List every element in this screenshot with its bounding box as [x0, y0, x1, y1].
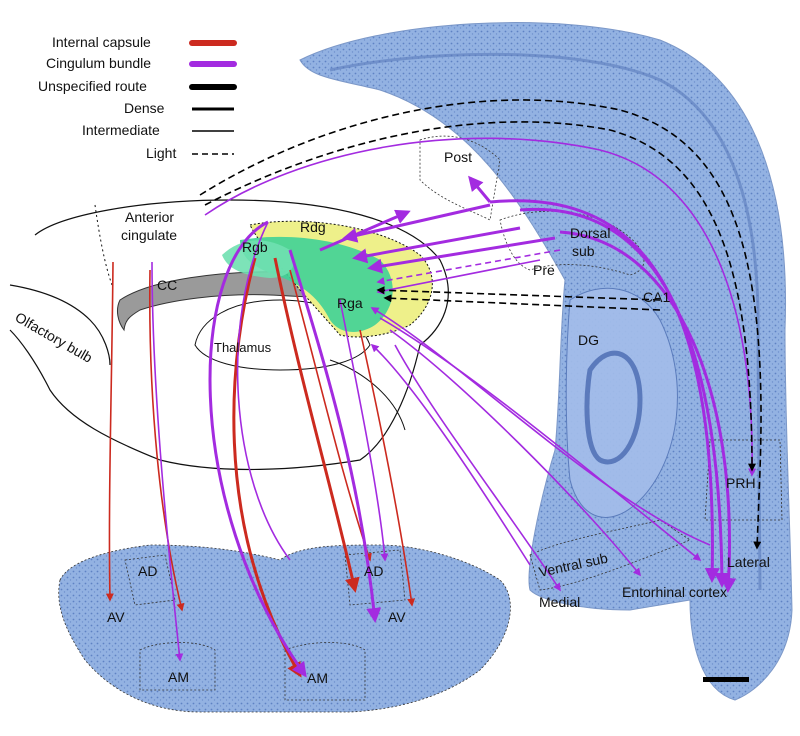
cortex-section — [299, 22, 793, 701]
ic-path-3 — [232, 257, 302, 678]
blk-light-3 — [376, 286, 661, 301]
thalamic-sections — [58, 544, 511, 713]
label-olfactory-bulb: Olfactory bulb — [13, 309, 96, 366]
label-av-left: AV — [107, 609, 125, 625]
label-am-left: AM — [168, 669, 189, 685]
cg-path-12 — [352, 226, 521, 264]
blk-light-1 — [199, 99, 762, 550]
cg-path-14 — [376, 249, 561, 285]
cg-path-8 — [519, 207, 730, 588]
label-ca1: CA1 — [643, 289, 670, 305]
svg-text:Intermediate: Intermediate — [82, 122, 160, 138]
label-anterior-cingulate-1: Anterior — [125, 209, 174, 225]
cg-path-11 — [342, 203, 491, 243]
am-right-region — [284, 642, 366, 701]
thalamus-section-left — [58, 544, 511, 713]
label-ad-left: AD — [138, 563, 157, 579]
brain-outline — [9, 199, 449, 471]
legend-item-unspecified-route: Unspecified route — [38, 78, 237, 94]
ventral-sub-region — [529, 519, 691, 591]
cg-path-17 — [370, 307, 711, 546]
post-region — [419, 135, 501, 221]
ic-path-6 — [359, 329, 416, 607]
label-lateral: Lateral — [727, 554, 770, 570]
olfactory-bulb-outline — [9, 284, 111, 366]
cg-path-9 — [559, 230, 737, 593]
legend-item-internal-capsule: Internal capsule — [52, 34, 237, 50]
cg-path-2 — [208, 220, 307, 678]
svg-text:Dense: Dense — [124, 100, 165, 116]
subiculum-region — [499, 210, 645, 276]
label-dorsal-sub-2: sub — [572, 243, 595, 259]
label-am-right: AM — [307, 670, 328, 686]
label-prh: PRH — [726, 475, 756, 491]
label-av-right: AV — [388, 609, 406, 625]
cortex-outer — [299, 22, 793, 701]
svg-text:Unspecified route: Unspecified route — [38, 78, 147, 94]
ic-path-1 — [105, 261, 114, 602]
label-entorhinal: Entorhinal cortex — [622, 584, 727, 600]
label-cc: CC — [157, 277, 177, 293]
label-rdg: Rdg — [300, 219, 326, 235]
ic-path-2 — [148, 269, 185, 612]
legend-item-cingulum-bundle: Cingulum bundle — [46, 55, 237, 71]
cg-path-16 — [319, 209, 411, 252]
cg-path-3 — [236, 221, 291, 561]
cg-path-10 — [468, 175, 492, 203]
ic-path-4 — [273, 257, 360, 593]
label-anterior-cingulate-2: cingulate — [121, 227, 177, 243]
cg-path-20 — [394, 344, 561, 592]
label-ad-right: AD — [364, 563, 383, 579]
label-dorsal-sub-1: Dorsal — [570, 225, 610, 241]
blk-light-2 — [204, 121, 756, 472]
legend: Internal capsule Cingulum bundle Unspeci… — [38, 34, 237, 161]
cg-path-15 — [376, 259, 541, 295]
label-rgb: Rgb — [242, 239, 268, 255]
svg-text:Internal capsule: Internal capsule — [52, 34, 151, 50]
svg-text:Light: Light — [146, 145, 176, 161]
hippocampus-body — [565, 287, 678, 518]
thalamus-outline — [194, 299, 371, 371]
legend-item-intermediate: Intermediate — [82, 122, 234, 138]
legend-item-dense: Dense — [124, 100, 234, 116]
svg-text:Cingulum bundle: Cingulum bundle — [46, 55, 151, 71]
legend-item-light: Light — [146, 145, 234, 161]
label-thalamus: Thalamus — [214, 340, 272, 355]
label-pre: Pre — [533, 262, 555, 278]
cg-path-4 — [288, 249, 382, 623]
cg-path-18 — [379, 317, 702, 561]
prh-region — [704, 439, 783, 521]
ic-path-5 — [289, 269, 372, 562]
cg-path-6 — [204, 137, 757, 477]
cg-path-5 — [339, 299, 389, 562]
blk-light-4 — [383, 294, 661, 311]
dg-layer — [584, 350, 643, 465]
scale-bar — [703, 677, 749, 682]
label-post: Post — [444, 149, 472, 165]
cortex-inner-layer — [329, 52, 762, 591]
cg-path-13 — [367, 236, 556, 274]
cg-path-1 — [151, 261, 184, 662]
olfactory-dotted — [94, 204, 113, 286]
label-rga: Rga — [337, 295, 363, 311]
label-dg: DG — [578, 332, 599, 348]
projections — [105, 99, 762, 678]
cg-path-21 — [370, 343, 531, 566]
midbrain-outline — [329, 359, 406, 431]
cg-path-19 — [389, 329, 641, 577]
label-medial: Medial — [539, 594, 580, 610]
